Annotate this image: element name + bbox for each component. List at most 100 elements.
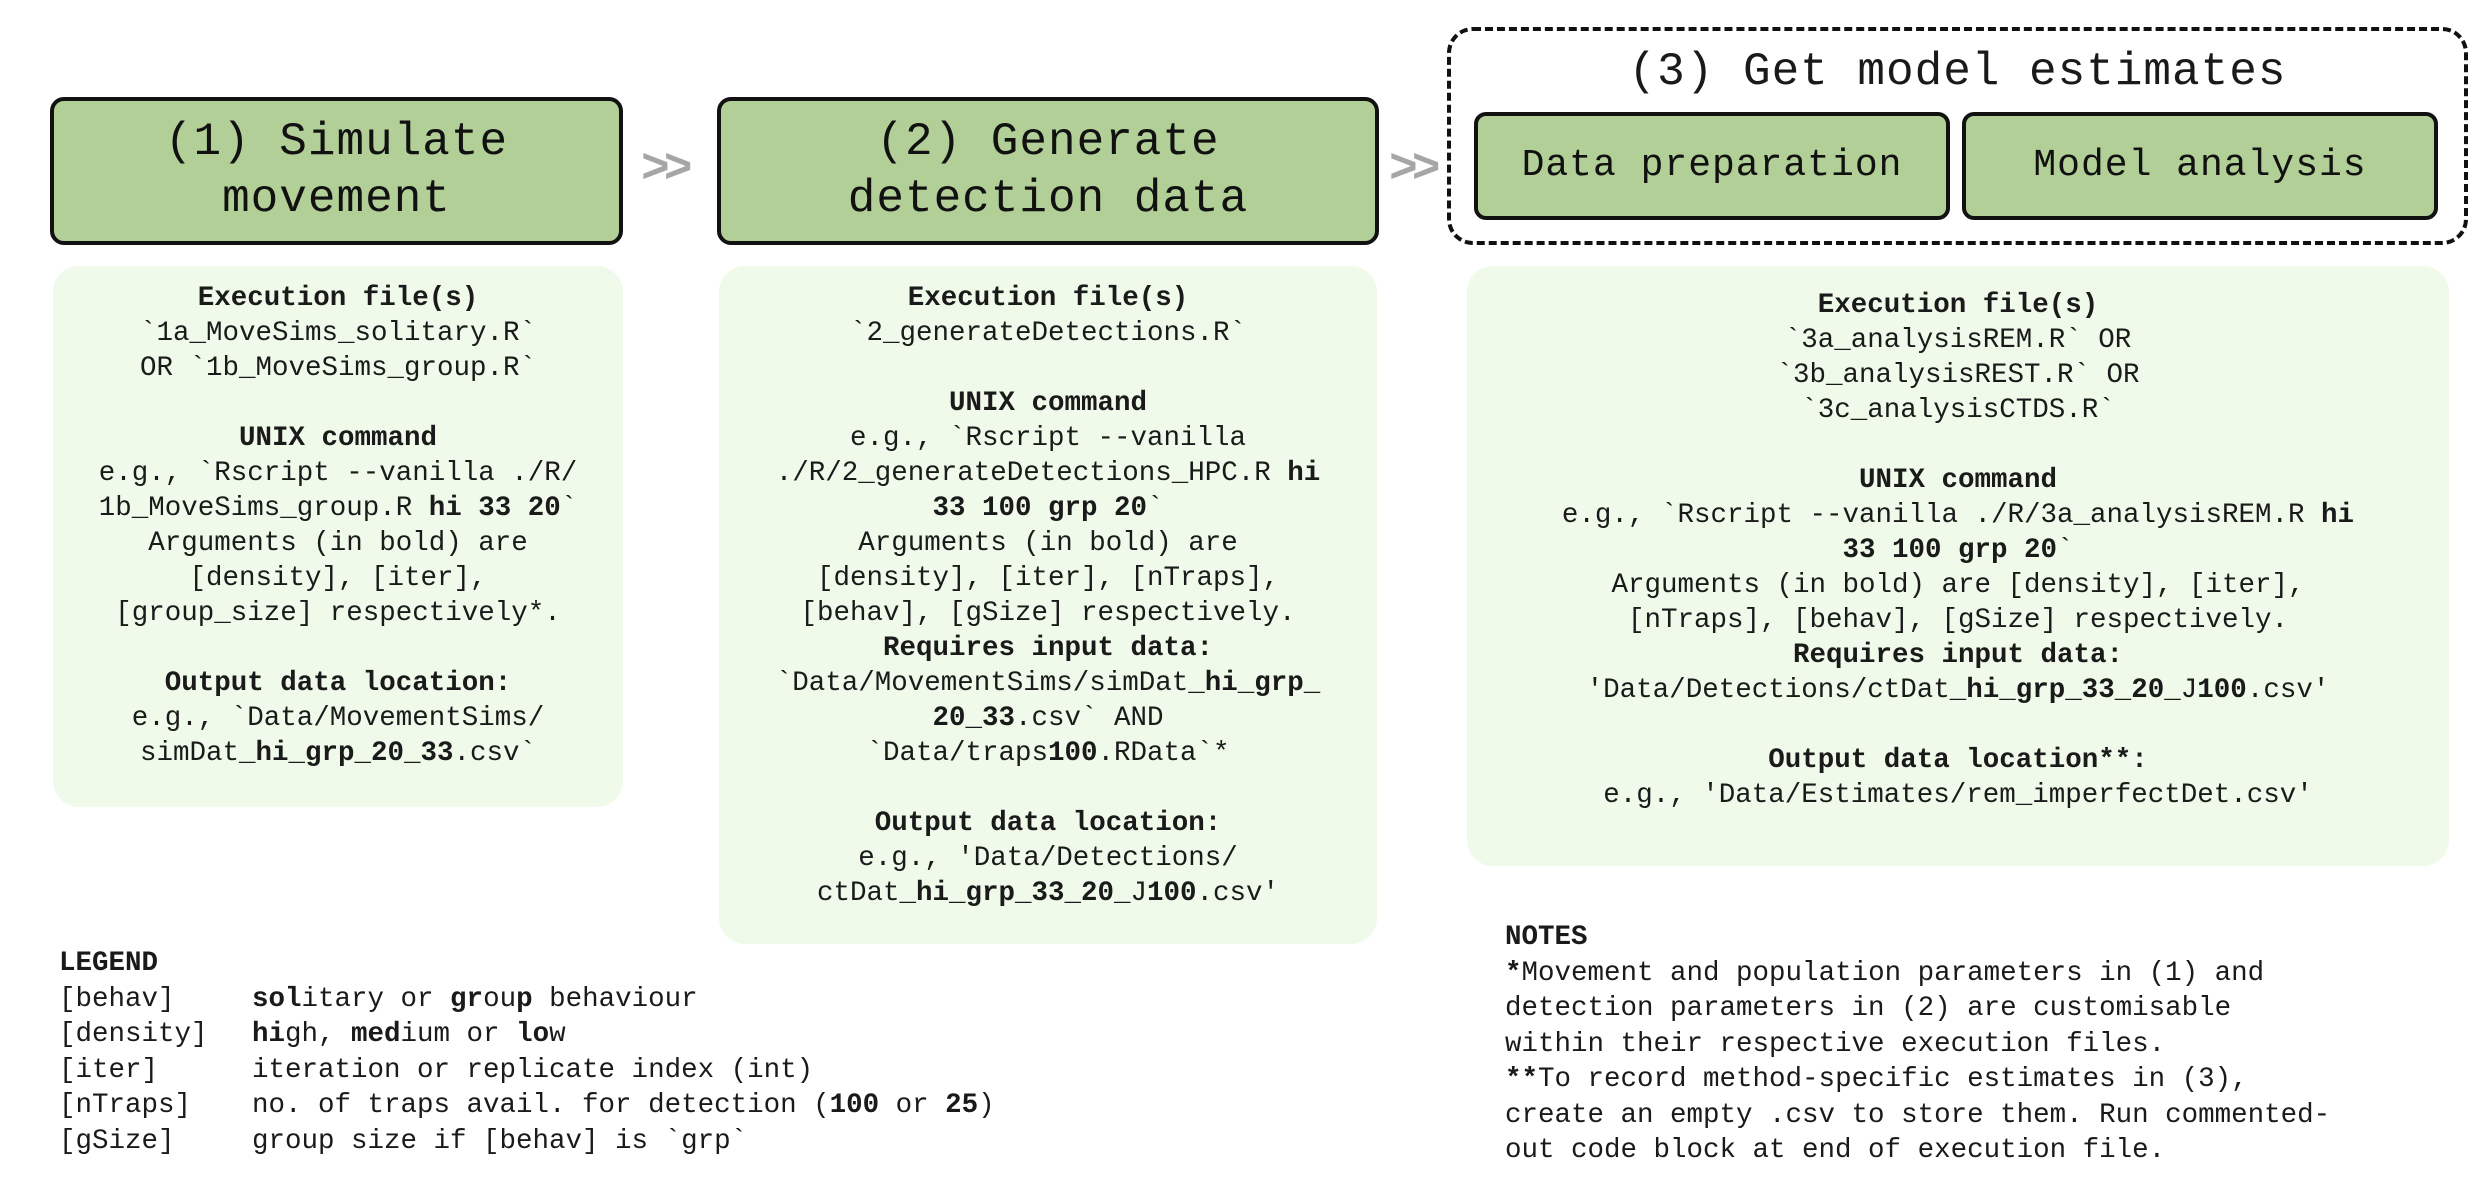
text-segment: ctDat_ [816,878,916,909]
text-segment: UNIX command [948,388,1148,419]
text-segment: hi_grp_33_20_ [915,878,1131,909]
panel-line: Output data location**: [1467,743,2449,778]
legend-key: [nTraps] [59,1090,192,1121]
text-segment: Output data location: [164,668,512,699]
panel-line: Execution file(s) [1467,288,2449,323]
text-segment: sol [252,983,302,1015]
text-segment: UNIX command [238,423,438,454]
text-segment: within their respective execution files. [1505,1028,2166,1060]
text-segment: detection parameters in (2) are customis… [1505,993,2232,1024]
legend-row: [behav]solitary or group behaviour [59,982,995,1018]
panel-line: Requires input data: [1467,638,2449,673]
text-segment: group size if [behav] is `grp` [252,1125,748,1157]
data-preparation-label: Data preparation [1521,144,1903,187]
legend-key: [behav] [59,983,175,1015]
text-segment: .csv` [453,738,537,769]
note-line: within their respective execution files. [1505,1027,2330,1063]
note-line: **To record method-specific estimates in… [1505,1062,2330,1098]
legend-key: [iter] [59,1054,159,1086]
text-segment: .csv` AND [1014,703,1164,734]
text-segment: 'Data/Detections/ctDat_ [1586,675,1967,706]
panel-line: `3c_analysisCTDS.R` [1467,393,2449,428]
text-segment: `1a_MoveSims_solitary.R` [139,318,537,349]
line-gap [719,351,1377,386]
line-gap [53,631,623,666]
text-segment: `3c_analysisCTDS.R` [1801,395,2115,426]
text-segment: J [1130,878,1148,909]
panel-line: `Data/MovementSims/simDat_hi_grp_ [719,666,1377,701]
text-segment: create an empty .csv to store them. Run … [1505,1099,2331,1131]
text-segment: Execution file(s) [907,283,1189,314]
legend-row: [density] high, medium or low [59,1017,995,1053]
legend-key: [density] [59,1019,208,1050]
stage-3-title: (3) Get model estimates [1628,46,2287,98]
legend-description: high, medium or low [252,1017,566,1053]
text-segment: * [1505,957,1522,989]
text-segment: 100 [1147,878,1197,909]
model-analysis-box: Model analysis [1962,112,2438,220]
text-segment: `Data/traps [866,738,1048,769]
text-segment: Execution file(s) [197,283,479,314]
stage-2-box: (2) Generate detection data [717,97,1379,245]
text-segment: no. of traps avail. for detection ( [252,1090,830,1121]
panel-line: 20_33.csv` AND [719,701,1377,736]
stage-1-title: (1) Simulate movement [164,116,509,225]
note-line: out code block at end of execution file. [1505,1133,2330,1169]
text-segment: Arguments (in bold) are [density], [iter… [1611,570,2305,601]
panel-line: ./R/2_generateDetections_HPC.R hi [719,456,1377,491]
panel-line: e.g., 'Data/Estimates/rem_imperfectDet.c… [1467,778,2449,813]
panel-line: `3b_analysisREST.R` OR [1467,358,2449,393]
panel-line: simDat_hi_grp_20_33.csv` [53,736,623,771]
legend-row: [gSize]group size if [behav] is `grp` [59,1124,995,1160]
panel-line: Arguments (in bold) are [density], [iter… [1467,568,2449,603]
text-segment: 100 [829,1090,880,1121]
text-segment: hi [2321,500,2355,531]
text-segment: ./R/2_generateDetections_HPC.R [775,458,1288,489]
text-segment: e.g., `Rscript --vanilla ./R/ [98,458,578,489]
text-segment: Movement and population parameters in (1… [1521,957,2265,989]
text-segment: Output data location**: [1768,745,2148,776]
text-segment: Arguments (in bold) are [148,528,528,559]
notes-heading: NOTES [1505,922,1588,953]
text-segment: To record method-specific estimates in (… [1538,1064,2248,1095]
line-gap [1467,708,2449,743]
panel-line: OR `1b_MoveSims_group.R` [53,351,623,386]
text-segment: `3b_analysisREST.R` OR [1776,360,2140,391]
text-segment: [nTraps], [behav], [gSize] respectively. [1627,605,2289,636]
text-segment: .RData`* [1097,738,1230,769]
panel-line: Output data location: [53,666,623,701]
text-segment: J [2180,675,2198,706]
text-segment: out code block at end of execution file. [1505,1135,2166,1166]
panel-line: Requires input data: [719,631,1377,666]
text-segment: 100 [1047,738,1098,769]
stage-2-title: (2) Generate detection data [847,116,1249,225]
text-segment: 1b_MoveSims_group.R [98,493,429,524]
text-segment: 33 100 grp 20 [1842,535,2058,566]
text-segment: `2_generateDetections.R` [849,318,1247,349]
text-segment: gr [450,983,484,1015]
text-segment: UNIX command [1858,465,2058,496]
stage-3-details-panel: Execution file(s)`3a_analysisREM.R` OR`3… [1467,266,2449,866]
legend-row: [iter]iteration or replicate index (int) [59,1053,995,1089]
panel-line: [density], [iter], [53,561,623,596]
panel-line: [group_size] respectively*. [53,596,623,631]
panel-line: [density], [iter], [nTraps], [719,561,1377,596]
panel-line: 1b_MoveSims_group.R hi 33 20` [53,491,623,526]
panel-line: UNIX command [1467,463,2449,498]
data-preparation-box: Data preparation [1474,112,1950,220]
legend-heading: LEGEND [59,948,159,979]
text-segment: Requires input data: [1792,640,2124,671]
text-segment: .csv' [2246,675,2330,706]
note-line: *Movement and population parameters in (… [1505,956,2330,992]
legend-description: group size if [behav] is `grp` [252,1124,747,1160]
text-segment: e.g., `Data/MovementSims/ [131,703,545,734]
text-segment: hi [252,1019,286,1050]
text-segment: 33 100 grp 20 [932,493,1148,524]
stage-1-box: (1) Simulate movement [50,97,623,245]
text-segment: hi_grp_20_33 [255,738,454,769]
text-segment: e.g., 'Data/Detections/ [858,843,1238,874]
note-line: create an empty .csv to store them. Run … [1505,1098,2330,1134]
text-segment: med [351,1019,401,1050]
model-analysis-label: Model analysis [2033,144,2367,187]
text-segment: p [516,983,533,1015]
